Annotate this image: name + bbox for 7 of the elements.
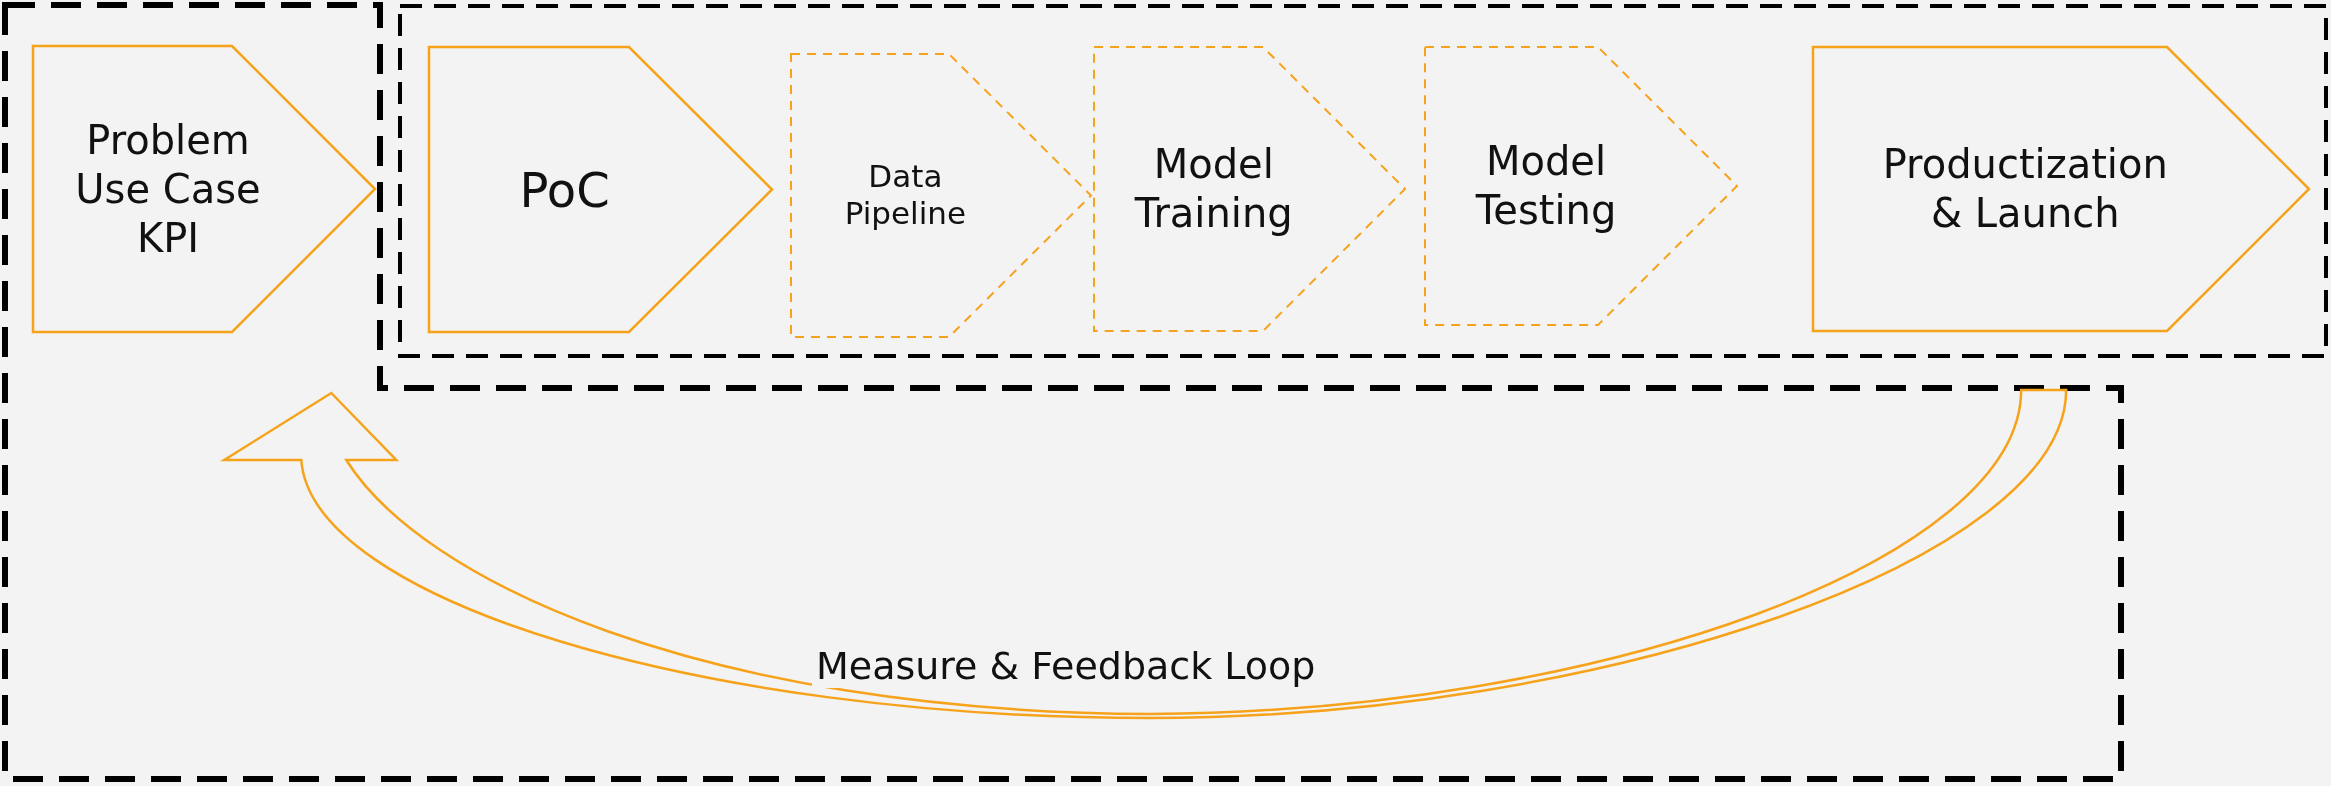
step-label: PoC bbox=[518, 160, 611, 219]
step-label: Data Pipeline bbox=[843, 157, 968, 234]
step-label: Model Testing bbox=[1474, 137, 1618, 235]
step-label: Problem Use Case KPI bbox=[74, 115, 262, 263]
step-label: Productization & Launch bbox=[1881, 140, 2169, 238]
curved-arrow bbox=[223, 388, 2068, 720]
step-label: Model Training bbox=[1133, 140, 1294, 238]
